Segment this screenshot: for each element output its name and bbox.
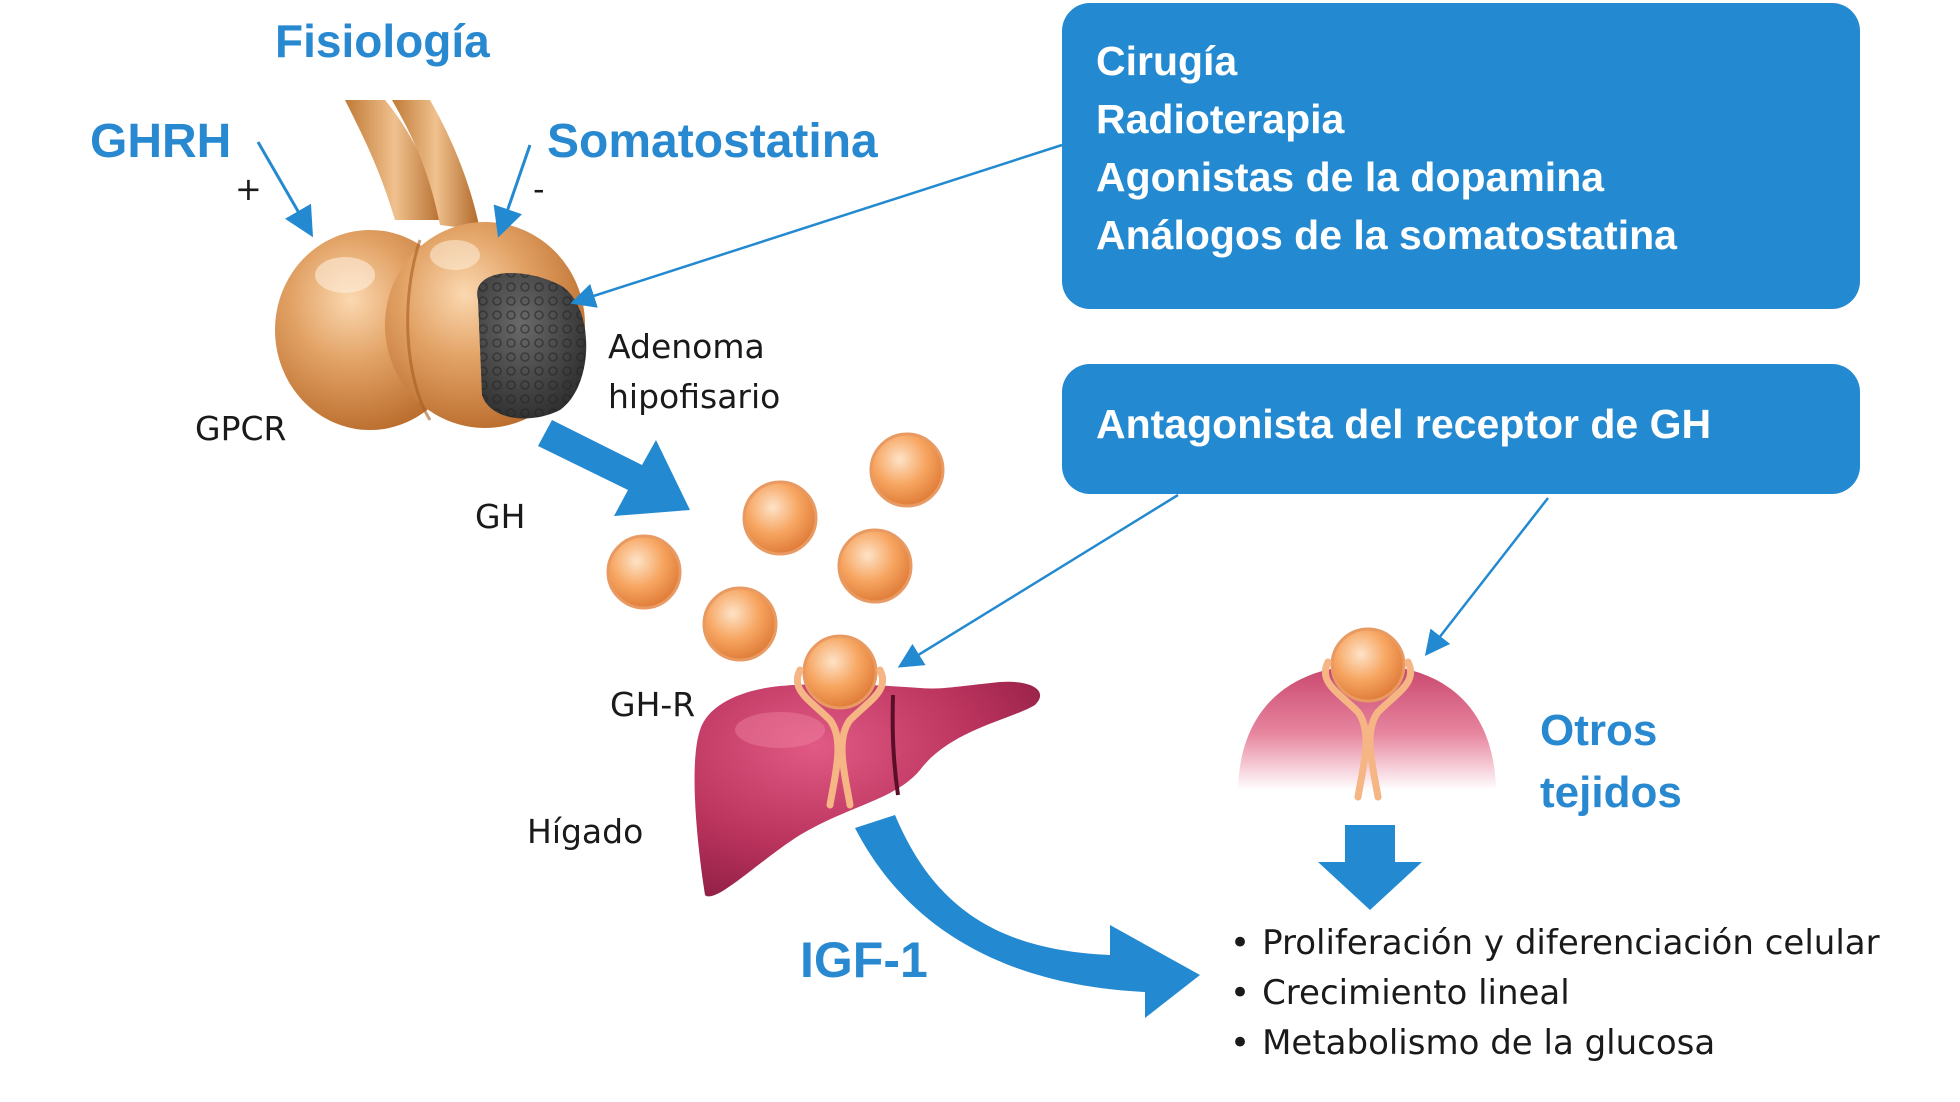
gh-molecule	[869, 432, 945, 508]
pituitary-gland-illustration	[275, 100, 587, 430]
somatostatina-sign: -	[533, 170, 545, 208]
gh-molecule	[742, 480, 818, 556]
antagonist-arrow-liver	[897, 493, 1179, 668]
antagonist-label: Antagonista del receptor de GH	[1096, 401, 1712, 447]
somatostatina-arrow	[493, 144, 532, 238]
effect-item: Proliferación y diferenciación celular	[1230, 918, 1880, 968]
treatment-item: Agonistas de la dopamina	[1096, 154, 1605, 200]
treatment-item: Análogos de la somatostatina	[1096, 212, 1677, 258]
ghrh-arrow	[256, 141, 314, 238]
treatments-box: Cirugía Radioterapia Agonistas de la dop…	[1062, 3, 1860, 309]
other-tissues-illustration	[1238, 627, 1496, 801]
liver-illustration	[694, 681, 1041, 897]
igf1-label: IGF-1	[800, 932, 928, 988]
gh-receptor-label: GH-R	[610, 685, 696, 724]
gh-molecule	[702, 586, 778, 662]
treatment-item: Cirugía	[1096, 38, 1238, 84]
effect-item: Metabolismo de la glucosa	[1230, 1018, 1880, 1068]
liver-label: Hígado	[527, 812, 644, 851]
pituitary-stalk-left	[345, 100, 445, 220]
bound-gh-molecule	[1330, 627, 1406, 703]
gh-receptor-liver	[793, 634, 887, 809]
gh-molecule	[606, 534, 682, 610]
diagram-title: Fisiología	[275, 15, 490, 67]
tissues-effect-arrow	[1318, 825, 1422, 910]
ghrh-sign: +	[235, 170, 262, 208]
igf1-arrow	[855, 815, 1200, 1018]
treatment-item: Radioterapia	[1096, 96, 1345, 142]
gh-molecule	[837, 528, 913, 604]
ghrh-label: GHRH	[90, 115, 232, 168]
gpcr-label: GPCR	[195, 409, 287, 448]
treatment-arrow	[570, 143, 1063, 308]
antagonist-arrow-tissues	[1424, 497, 1549, 656]
somatostatina-label: Somatostatina	[547, 115, 878, 168]
gh-molecules	[606, 432, 945, 662]
bound-gh-molecule	[802, 634, 878, 710]
effects-list: Proliferación y diferenciación celular C…	[1230, 918, 1880, 1068]
antagonist-box: Antagonista del receptor de GH	[1062, 364, 1860, 494]
gh-label: GH	[475, 497, 526, 536]
effect-item: Crecimiento lineal	[1230, 968, 1880, 1018]
adenoma-label: Adenoma hipofisario	[608, 327, 781, 416]
gh-release-arrow	[538, 420, 690, 516]
other-tissues-label: Otros tejidos	[1540, 706, 1682, 817]
pituitary-stalk-right	[392, 100, 480, 230]
